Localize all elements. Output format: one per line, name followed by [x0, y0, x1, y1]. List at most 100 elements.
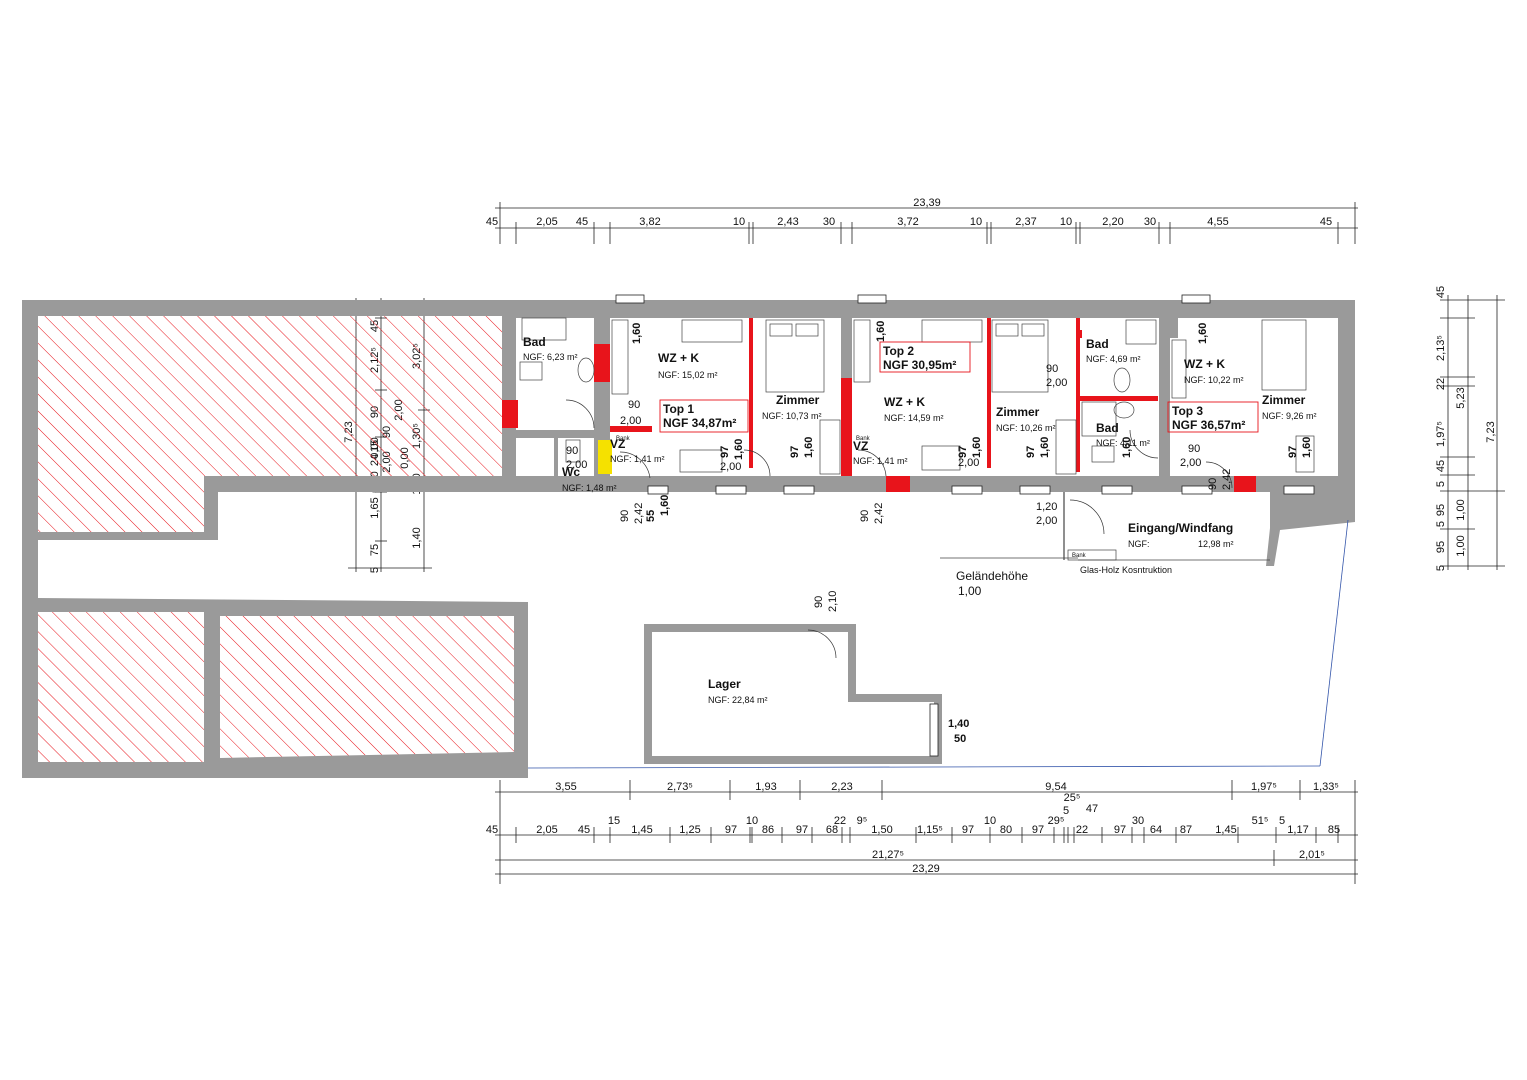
bottom-dim-label: 97 — [1032, 824, 1044, 836]
bottom-dim-label: 3,55 — [555, 781, 576, 793]
right-dim-label: 95 — [1435, 504, 1447, 516]
opening-label: 1,60 — [631, 323, 643, 344]
opening-label: 55 — [645, 510, 657, 522]
bottom-dim-label: 85 — [1328, 824, 1340, 836]
top-dim-label: 2,37 — [1015, 216, 1036, 228]
opening-label: 1,60 — [1121, 437, 1133, 458]
room-area-wzk2: NGF: 14,59 m² — [884, 413, 944, 423]
room-area-vz1: NGF: 1,41 m² — [610, 454, 665, 464]
top-dim-label: 10 — [970, 216, 982, 228]
bottom-dim-label: 86 — [762, 824, 774, 836]
top-dim-label: 45 — [486, 216, 498, 228]
new-walls — [502, 318, 1256, 492]
bank-label: Bank — [616, 436, 631, 442]
opening-label: 90 — [1188, 443, 1200, 455]
top3-name: Top 3 — [1172, 404, 1203, 418]
opening-small-labels: 90 2,00 90 2,00 90 2,00 2,00 2,00 90 2,0… — [566, 363, 1233, 612]
bottom-dimension-chain — [495, 780, 1358, 884]
room-name-wzk1: WZ + K — [658, 351, 699, 365]
right-dimension-chain — [1440, 295, 1505, 570]
room-area-lager: NGF: 22,84 m² — [708, 695, 768, 705]
opening-label: 1,60 — [971, 437, 983, 458]
bottom-dim-label: 2,05 — [536, 824, 557, 836]
bottom-dim-label: 25⁵ — [1064, 792, 1081, 804]
left-dim-label: 5 — [369, 567, 381, 573]
top2-name: Top 2 — [883, 344, 914, 358]
room-area-bad1: NGF: 6,23 m² — [523, 352, 578, 362]
opening-label: 2,00 — [720, 461, 741, 473]
room-name-eingang: Eingang/Windfang — [1128, 521, 1233, 535]
bottom-dim-label: 1,45 — [1215, 824, 1236, 836]
room-area-wzk1: NGF: 15,02 m² — [658, 370, 718, 380]
right-dim-label: 95 — [1435, 541, 1447, 553]
right-dim-label: 1,97⁵ — [1435, 421, 1447, 447]
room-area-zimmer2: NGF: 10,26 m² — [996, 423, 1056, 433]
top-dim-label: 2,20 — [1102, 216, 1123, 228]
top-dim-label: 30 — [823, 216, 835, 228]
bottom-dim-label: 15 — [608, 815, 620, 827]
top-dim-label: 30 — [1144, 216, 1156, 228]
room-area-bad2: NGF: 4,69 m² — [1086, 354, 1141, 364]
gelaende-label: Geländehöhe — [956, 569, 1028, 583]
opening-label: 1,60 — [733, 439, 745, 460]
opening-label: 90 — [813, 596, 825, 608]
room-area-wc: NGF: 1,48 m² — [562, 483, 617, 493]
room-name-zimmer2: Zimmer — [996, 405, 1040, 419]
furniture — [519, 317, 1315, 561]
hatched-area-1 — [38, 316, 502, 532]
opening-label: 90 — [619, 510, 631, 522]
bottom-dim-label: 45 — [578, 824, 590, 836]
room-name-lager: Lager — [708, 677, 741, 691]
bottom-dim-label: 1,25 — [679, 824, 700, 836]
room-name-vz1: VZ — [610, 437, 625, 451]
room-area-wzk3: NGF: 10,22 m² — [1184, 375, 1244, 385]
opening-label: 90 — [566, 445, 578, 457]
room-name-wzk2: WZ + K — [884, 395, 925, 409]
bottom-right1: 2,01⁵ — [1299, 849, 1325, 861]
glas-holz-label: Glas-Holz Kosntruktion — [1080, 565, 1172, 575]
bottom-dim-label: 1,15⁵ — [917, 824, 943, 836]
right-dim-label: 5,23 — [1455, 387, 1467, 408]
top-dim-label: 10 — [1060, 216, 1072, 228]
bottom-dim-label: 1,45 — [631, 824, 652, 836]
bottom-dim-label: 1,33⁵ — [1313, 781, 1339, 793]
opening-label: 90 — [859, 510, 871, 522]
top-dim-label: 10 — [733, 216, 745, 228]
room-area-zimmer1: NGF: 10,73 m² — [762, 411, 822, 421]
bank-label: Bank — [856, 436, 871, 442]
opening-label: 97 — [1287, 446, 1299, 458]
windows-bottom — [647, 485, 1315, 757]
top2-ngf: NGF 30,95m² — [883, 358, 956, 372]
right-dim-label: 1,00 — [1455, 499, 1467, 520]
room-name-bad3: Bad — [1096, 421, 1119, 435]
room-name-zimmer3: Zimmer — [1262, 393, 1306, 407]
bottom-dim-label: 1,17 — [1287, 824, 1308, 836]
bottom-dim-label: 10 — [984, 815, 996, 827]
bottom-dim-label: 5 — [1279, 815, 1285, 827]
bottom-dim-label: 1,50 — [871, 824, 892, 836]
opening-label: 2,00 — [566, 459, 587, 471]
opening-label: 2,00 — [958, 457, 979, 469]
opening-label: 1,60 — [1301, 437, 1313, 458]
bottom-dim-label: 97 — [962, 824, 974, 836]
room-name-bad1: Bad — [523, 335, 546, 349]
room-area-zimmer3: NGF: 9,26 m² — [1262, 411, 1317, 421]
bottom-dim-label: 45 — [486, 824, 498, 836]
bottom-dim-label: 1,93 — [755, 781, 776, 793]
bottom-dim-label: 30 — [1132, 815, 1144, 827]
bottom-dim-label: 97 — [796, 824, 808, 836]
top-dim-label: 45 — [576, 216, 588, 228]
door-marker-yellow — [598, 440, 612, 474]
bottom-dim-label: 22 — [834, 815, 846, 827]
right-dim-label: 22 — [1435, 378, 1447, 390]
room-name-wzk3: WZ + K — [1184, 357, 1225, 371]
room-area-eingang-label: NGF: — [1128, 539, 1150, 549]
room-name-wc: Wc — [562, 465, 580, 479]
right-dim-label: 1,00 — [1455, 535, 1467, 556]
left-dim-label: 1,40 — [411, 527, 423, 548]
opening-label: 2,00 — [1036, 515, 1057, 527]
top-dim-label: 4,55 — [1207, 216, 1228, 228]
bottom-dim-label: 2,23 — [831, 781, 852, 793]
hatched-area-3 — [220, 616, 514, 758]
